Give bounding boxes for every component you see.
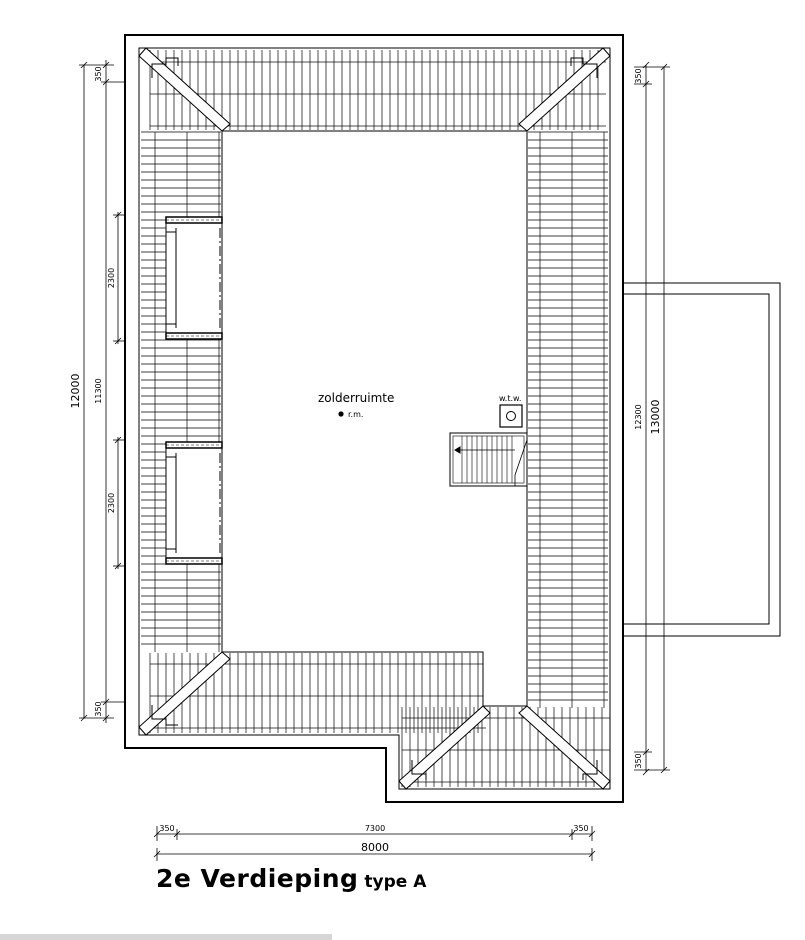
room-label-attic: zolderruimte <box>318 391 394 405</box>
boiler-label: w.t.w. <box>499 394 521 403</box>
eaves-line <box>138 47 611 790</box>
dormer-upper <box>165 216 223 340</box>
dim-left-inner: 11300 <box>94 378 103 403</box>
corner-details <box>151 57 598 780</box>
dim-bottom-overall: 8000 <box>361 841 389 854</box>
dim-right-inner: 12300 <box>634 404 643 429</box>
dim-bottom-left: 350 <box>159 824 174 833</box>
dim-right-top: 350 <box>634 68 643 83</box>
dim-left-bottom: 350 <box>94 701 103 716</box>
bottom-dimension-lines <box>153 826 596 861</box>
smoke-detector-dot <box>338 411 344 417</box>
dim-left-top: 350 <box>94 66 103 81</box>
attic-floor-area <box>221 130 528 707</box>
drawing-subtitle: type A <box>364 872 427 892</box>
dormer-lower <box>165 441 223 565</box>
dim-dormer-upper: 2300 <box>107 268 116 288</box>
drawing-title: 2e Verdieping <box>156 864 359 893</box>
dim-right-overall: 13000 <box>649 400 662 435</box>
horizontal-scrollbar[interactable] <box>0 934 332 940</box>
right-dimension-lines <box>634 61 670 776</box>
roof-tile-hatching <box>141 50 610 787</box>
dim-dormer-lower: 2300 <box>107 493 116 513</box>
outer-wall-outline <box>124 34 624 803</box>
hip-rafters <box>138 47 611 790</box>
balcony-outline <box>623 282 781 637</box>
dim-bottom-right: 350 <box>573 824 588 833</box>
staircase <box>449 432 528 487</box>
left-dimension-lines <box>79 60 126 723</box>
dim-left-overall: 12000 <box>69 374 82 409</box>
dim-right-bottom: 350 <box>634 753 643 768</box>
dim-bottom-inner: 7300 <box>365 824 385 833</box>
boiler-unit <box>499 404 523 428</box>
smoke-detector-label: r.m. <box>348 410 363 419</box>
